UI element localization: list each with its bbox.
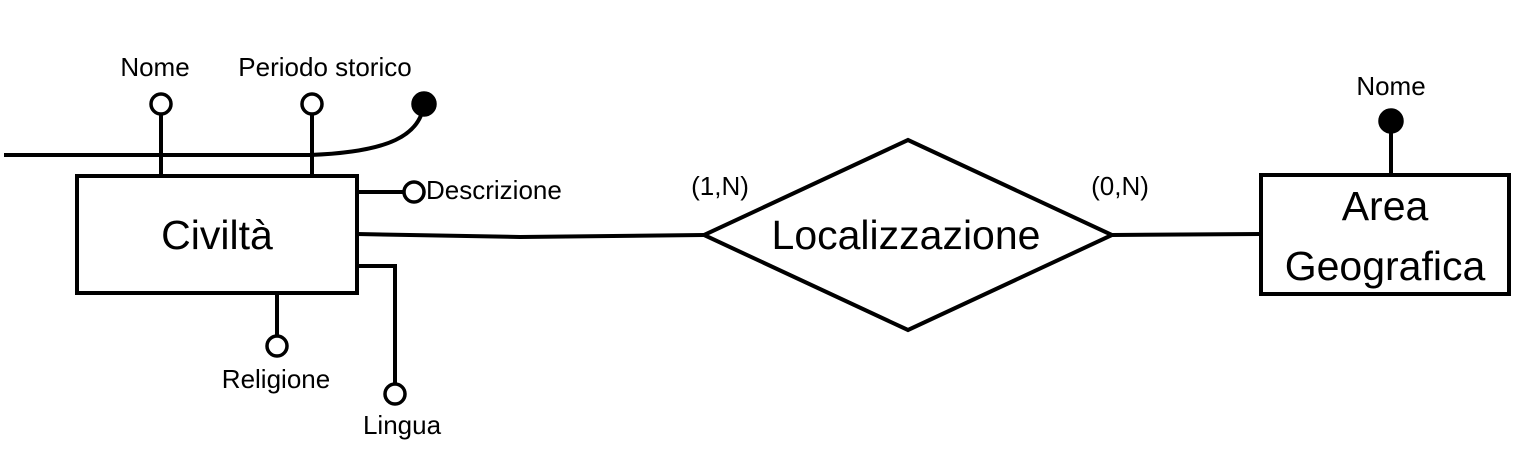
- link-civilta-relationship: [356, 232, 705, 240]
- area-key-circle[interactable]: [1378, 108, 1404, 134]
- entity-area-label-line2: Geografica: [1285, 243, 1486, 289]
- cardinality-civilta: (1,N): [691, 171, 749, 201]
- relationship-localizzazione[interactable]: [699, 137, 1117, 333]
- relationship-label: Localizzazione: [772, 212, 1041, 258]
- attr-descrizione-label: Descrizione: [426, 175, 562, 205]
- composite-key-line: [4, 103, 426, 157]
- attr-nome-label: Nome: [120, 52, 189, 82]
- attr-periodo-circle[interactable]: [300, 92, 324, 116]
- link-relationship-area: [1111, 232, 1262, 237]
- attr-lingua-label: Lingua: [363, 410, 442, 440]
- attr-religione-circle[interactable]: [265, 334, 289, 358]
- attr-religione-label: Religione: [222, 364, 330, 394]
- entity-area-label-line1: Area: [1342, 183, 1429, 229]
- composite-key-circle[interactable]: [411, 91, 437, 117]
- attr-periodo-label: Periodo storico: [238, 52, 411, 82]
- attr-lingua-circle[interactable]: [383, 382, 407, 406]
- entity-civilta-label: Civiltà: [161, 212, 273, 258]
- attr-lingua-line: [357, 264, 397, 384]
- entity-area-geografica[interactable]: [1259, 173, 1511, 296]
- cardinality-area: (0,N): [1091, 171, 1149, 201]
- attr-descrizione-circle[interactable]: [402, 180, 426, 204]
- area-nome-label: Nome: [1356, 71, 1425, 101]
- attr-nome-circle[interactable]: [149, 92, 173, 116]
